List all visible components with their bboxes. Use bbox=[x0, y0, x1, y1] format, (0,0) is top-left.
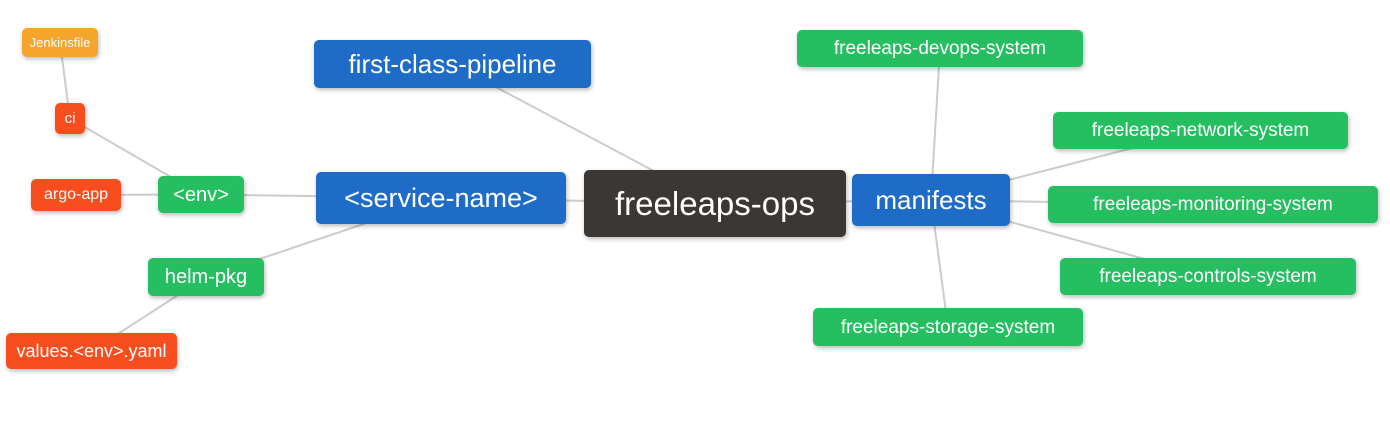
node-freeleaps-storage-system[interactable]: freeleaps-storage-system bbox=[813, 308, 1083, 346]
node-ci[interactable]: ci bbox=[55, 103, 85, 134]
node-argo-app[interactable]: argo-app bbox=[31, 179, 121, 211]
node-first-class-pipeline[interactable]: first-class-pipeline bbox=[314, 40, 591, 88]
node-manifests[interactable]: manifests bbox=[852, 174, 1010, 226]
node-freeleaps-network-system[interactable]: freeleaps-network-system bbox=[1053, 112, 1348, 149]
node-freeleaps-controls-system[interactable]: freeleaps-controls-system bbox=[1060, 258, 1356, 295]
node-freeleaps-ops[interactable]: freeleaps-ops bbox=[584, 170, 846, 237]
node-freeleaps-monitoring-system[interactable]: freeleaps-monitoring-system bbox=[1048, 186, 1378, 223]
node-env[interactable]: <env> bbox=[158, 176, 244, 213]
node-service-name[interactable]: <service-name> bbox=[316, 172, 566, 224]
node-jenkinsfile[interactable]: Jenkinsfile bbox=[22, 28, 98, 57]
node-freeleaps-devops-system[interactable]: freeleaps-devops-system bbox=[797, 30, 1083, 67]
node-helm-pkg[interactable]: helm-pkg bbox=[148, 258, 264, 296]
node-values-env-yaml[interactable]: values.<env>.yaml bbox=[6, 333, 177, 369]
